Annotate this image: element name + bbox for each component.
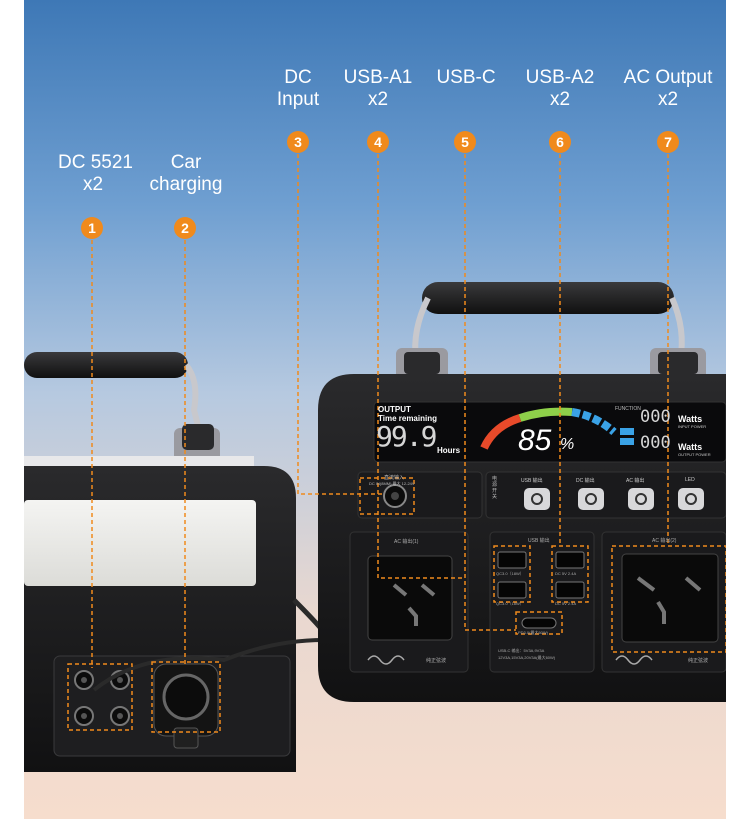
car-charger-port <box>153 663 219 749</box>
lcd-battery-percent: 85 <box>518 424 552 457</box>
sine-label-2: 纯正弦波 <box>688 658 709 664</box>
lcd-output-watts-label: Watts <box>678 442 703 452</box>
callout-badge-5: 5 <box>454 131 476 153</box>
lcd-time-label: Time remaining <box>378 414 437 423</box>
right-unit <box>318 282 726 702</box>
callout-label-usb-c: USB-C <box>436 67 496 88</box>
ac1-label: AC 输出(1) <box>394 539 419 545</box>
callout-label-ac-output: AC Output x2 <box>623 67 713 110</box>
lcd-input-power-label: INPUT POWER <box>678 424 707 429</box>
sine-label-1: 纯正弦波 <box>426 658 447 664</box>
button-label-dc: DC 输出 <box>576 478 595 484</box>
lcd-output-label: OUTPUT <box>378 405 411 414</box>
switch-group-label: 电源开关 <box>492 476 498 500</box>
dc5v-label-2: DC 5V 2.4A <box>555 601 577 606</box>
callout-label-car-charging: Car charging <box>149 152 223 195</box>
callout-badge-3: 3 <box>287 131 309 153</box>
dc-input-spec: DC IN(8MM) 最大 12-24V <box>369 481 415 486</box>
button-label-usb: USB 输出 <box>521 478 543 484</box>
product-illustration <box>24 154 726 772</box>
lcd-input-watts: 000 <box>640 407 671 427</box>
callout-label-dc-input: DC Input <box>276 67 320 110</box>
callout-badge-6: 6 <box>549 131 571 153</box>
lcd-function-label: FUNCTION <box>615 406 641 412</box>
ac2-label: AC 输出(2) <box>652 538 677 544</box>
callout-badge-7: 7 <box>657 131 679 153</box>
button-label-ac: AC 输出 <box>626 478 645 484</box>
lcd-input-watts-label: Watts <box>678 414 703 424</box>
product-scene: OUTPUT Time remaining 99.9 Hours 85 % FU… <box>24 0 726 819</box>
usbc-spec: USB-C 输出：5V3A,9V3A <box>498 648 545 653</box>
usbc-spec-2: 12V3A,15V3A,20V3A(最大60W) <box>498 655 556 660</box>
pd-label: PD3.0(最大60W) <box>518 630 549 635</box>
callout-badge-1: 1 <box>81 217 103 239</box>
dc-input-label: 直流输入 <box>384 475 405 481</box>
button-label-led: LED <box>685 477 695 483</box>
lcd-percent-sign: % <box>560 436 575 453</box>
usb-ports <box>497 551 585 629</box>
lcd-time-unit: Hours <box>437 446 461 455</box>
usb-output-label: USB 输出 <box>528 538 550 544</box>
battery-arc <box>480 407 617 450</box>
dc5v-label-1: DC 5V 2.4A <box>555 571 577 576</box>
power-buttons <box>524 488 704 510</box>
left-unit <box>24 352 326 772</box>
lcd-output-power-label: OUTPUT POWER <box>678 452 711 457</box>
callout-label-usb-a1: USB-A1 x2 <box>343 67 413 110</box>
callout-badge-4: 4 <box>367 131 389 153</box>
lcd-output-watts: 000 <box>640 433 671 453</box>
callout-leaders <box>67 154 726 733</box>
callout-label-dc5521: DC 5521 x2 <box>58 152 133 195</box>
qc-label-2: QC3.0（18W） <box>496 601 524 606</box>
lcd-time-value: 99.9 <box>376 420 437 453</box>
callout-badge-2: 2 <box>174 217 196 239</box>
callout-label-usb-a2: USB-A2 x2 <box>525 67 595 110</box>
qc-label-1: QC3.0（18W） <box>496 571 524 576</box>
